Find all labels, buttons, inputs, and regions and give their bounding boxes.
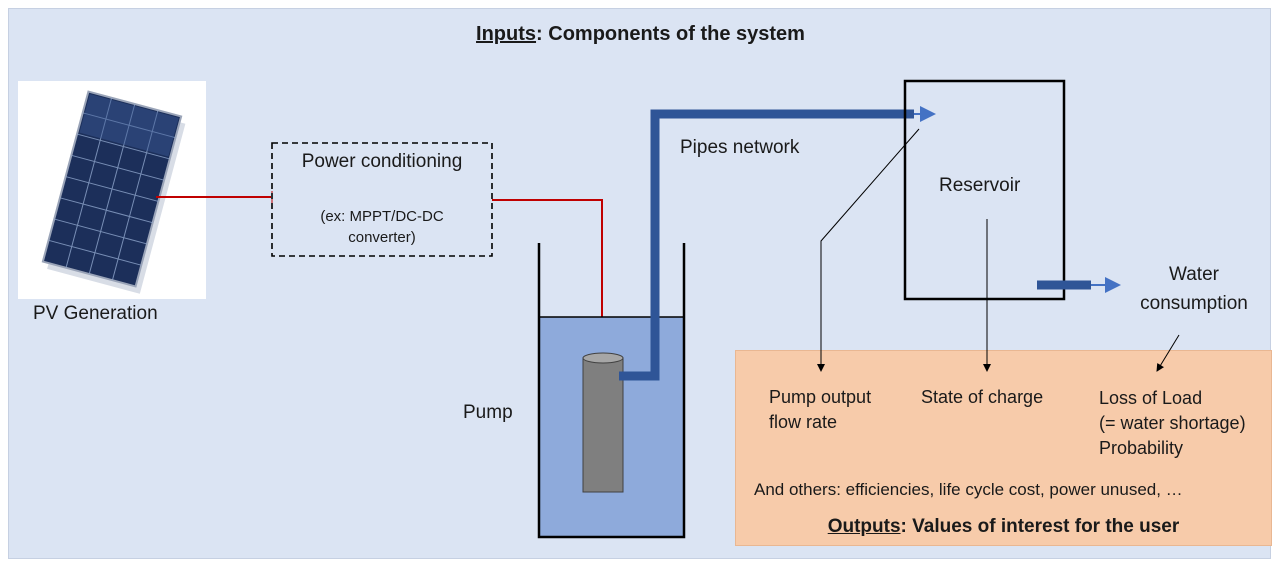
pv-panel-image [18,81,206,299]
inputs-title: Inputs: Components of the system [9,23,1272,46]
pipe-network [619,109,914,381]
inputs-title-prefix: Inputs [476,23,537,45]
inputs-title-rest: : Components of the system [536,23,805,45]
state-of-charge-label: State of charge [921,387,1044,407]
outputs-title-rest: : Values of interest for the user [900,516,1180,537]
pv-generation-label: PV Generation [33,303,158,324]
pump-output-flow-label-2: flow rate [769,412,838,432]
water-consumption-label-2: consumption [1140,293,1248,314]
arrow-to-pump-flow [817,128,920,372]
pump-body [582,352,624,493]
loss-of-load-label-1: Loss of Load [1099,388,1203,408]
loss-of-load-label-2: (= water shortage) [1099,413,1246,433]
water-consumption-label-1: Water [1169,264,1219,285]
diagram-graphics [18,79,1180,539]
power-conditioning-detail-2: converter) [348,229,416,246]
power-conditioning-detail-1: (ex: MPPT/DC-DC [320,208,444,225]
diagram-canvas: Inputs: Components of the system [8,8,1272,559]
pipes-network-label: Pipes network [680,137,800,158]
pump-label: Pump [463,402,513,423]
wire-conditioning-to-pump [492,199,603,359]
other-outputs-label: And others: efficiencies, life cycle cos… [754,480,1183,499]
outputs-title-prefix: Outputs [827,516,901,537]
arrow-to-loss-of-load [1156,334,1180,372]
outputs-title: Outputs: Values of interest for the user [735,514,1272,539]
power-conditioning-title: Power conditioning [301,151,463,172]
loss-of-load-label-3: Probability [1099,438,1184,458]
reservoir-label: Reservoir [939,175,1021,196]
pump-output-flow-label-1: Pump output [769,387,872,407]
reservoir-box [903,79,1066,301]
power-conditioning-box [271,142,493,257]
outputs-panel [735,350,1272,546]
water-tank [537,243,686,539]
